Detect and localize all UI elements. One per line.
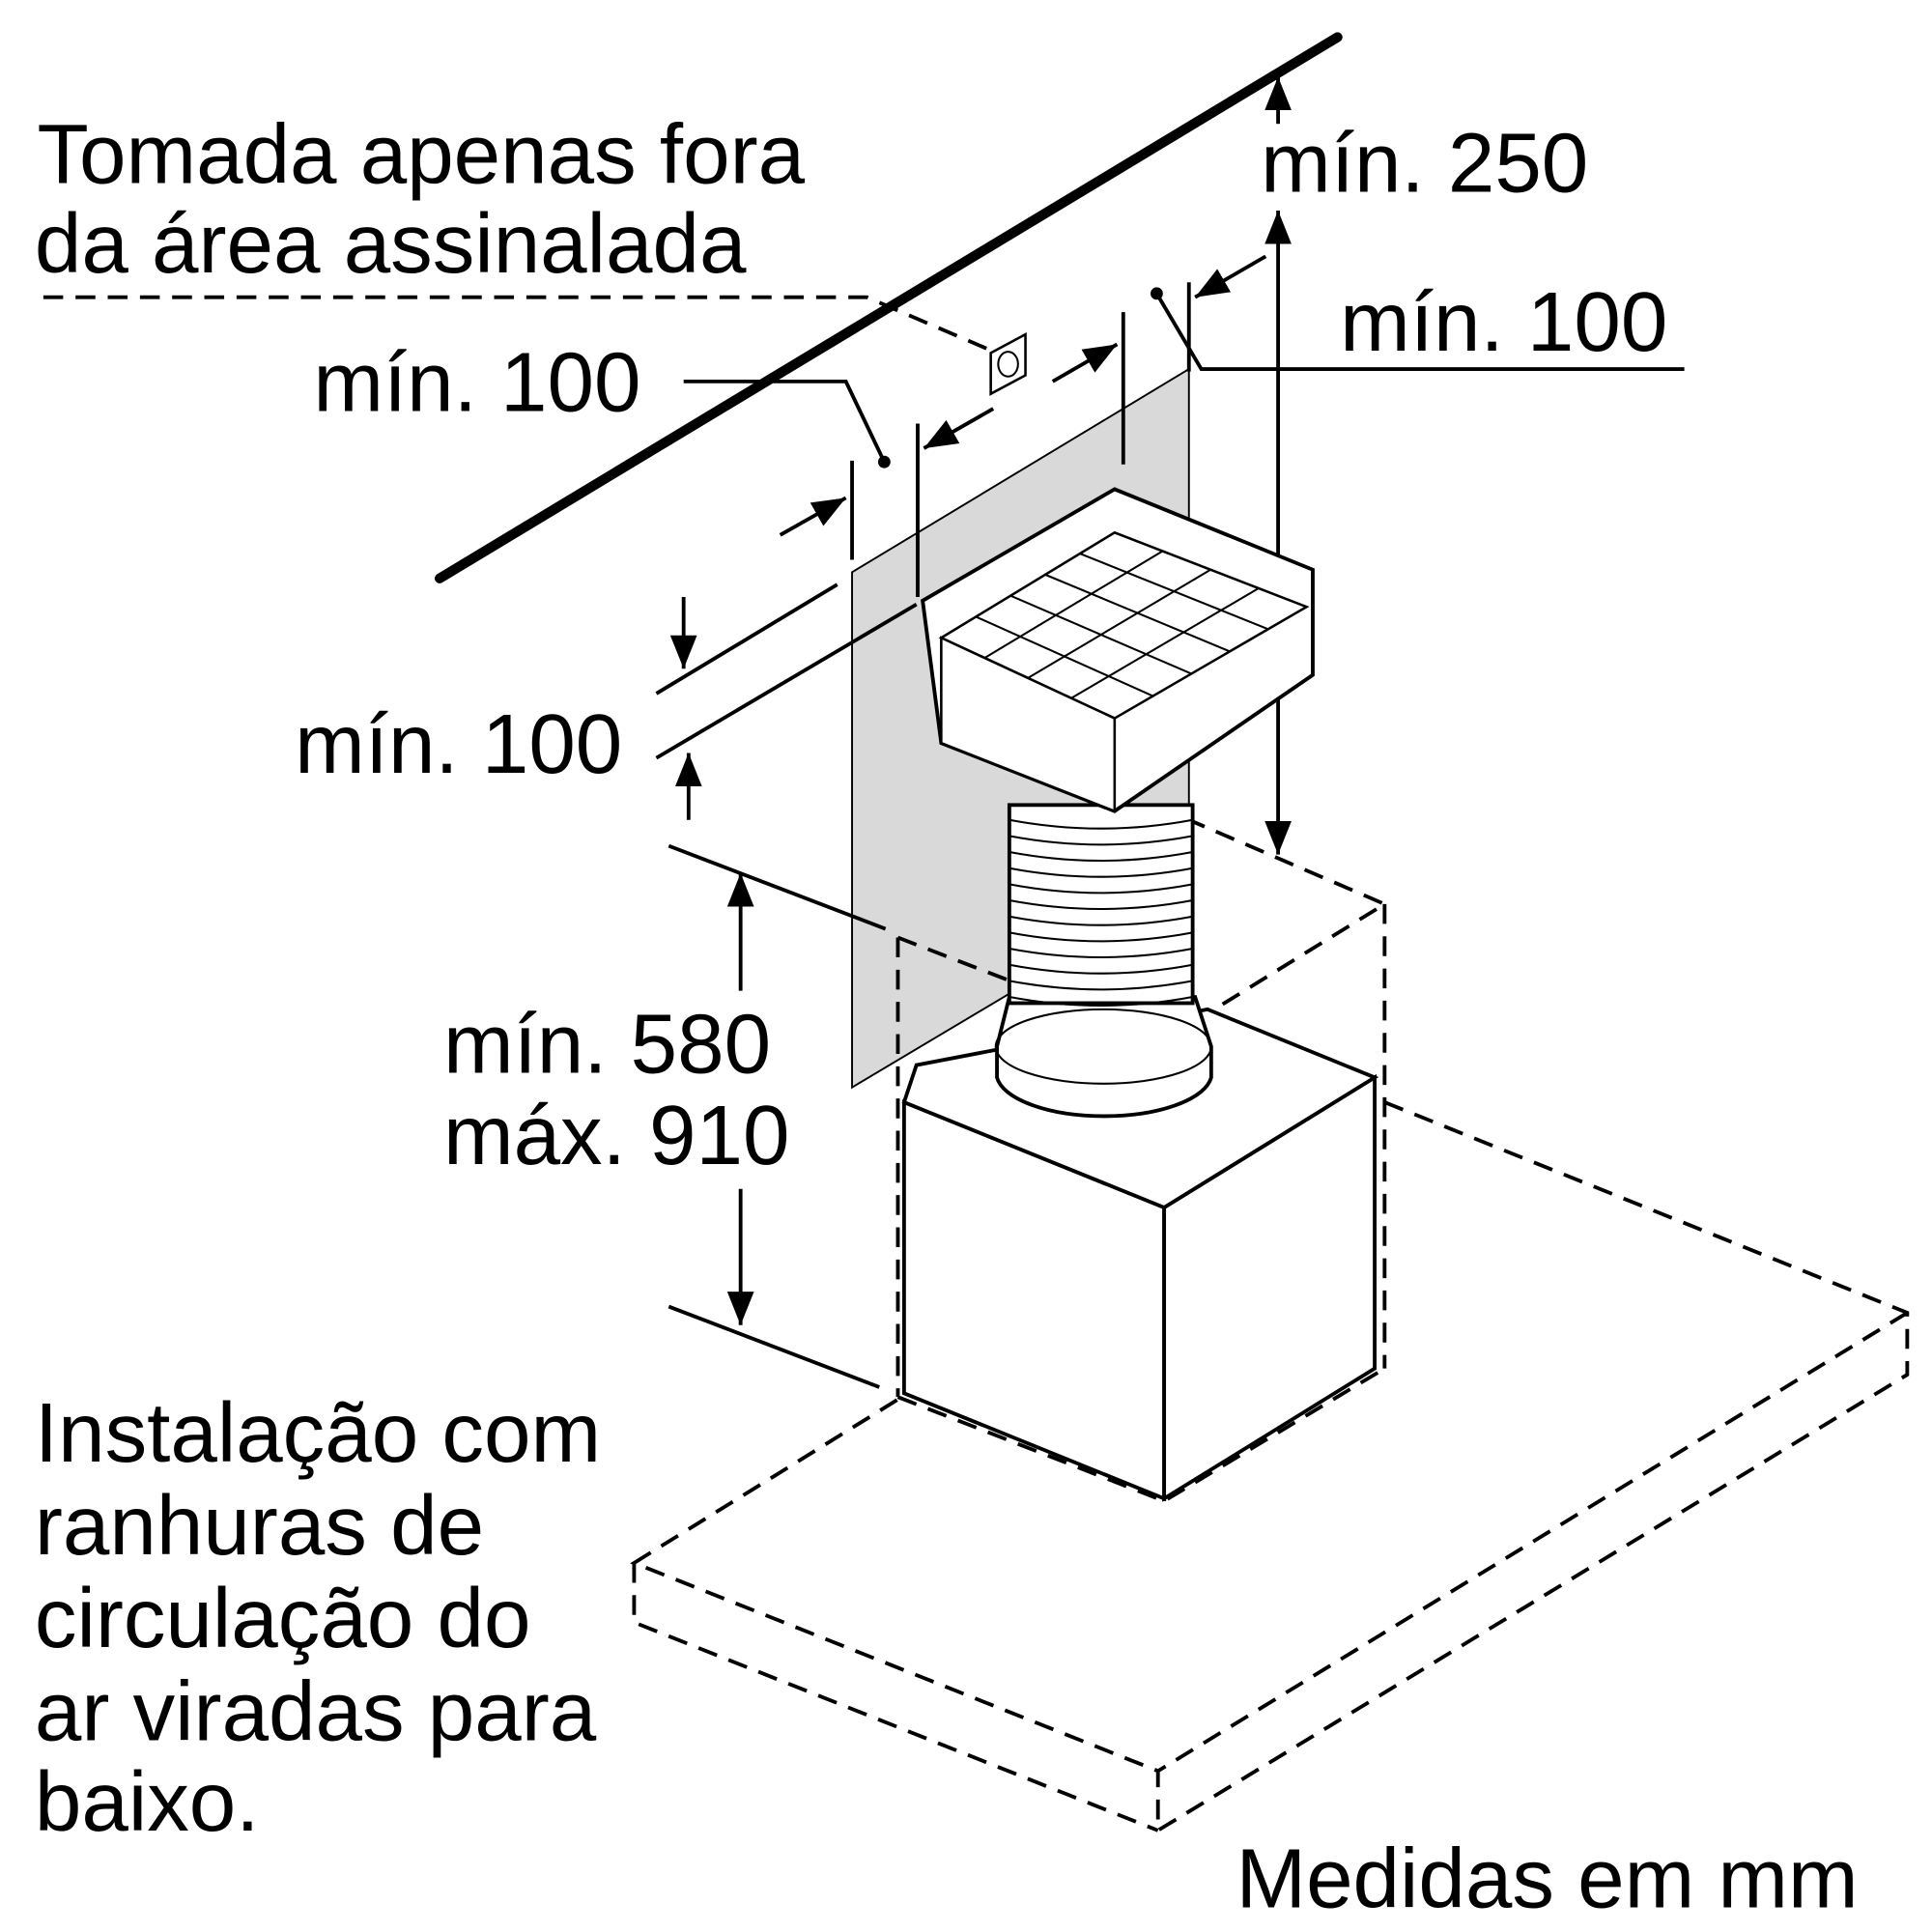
filter-grid-line <box>1070 587 1260 699</box>
install-note-line: Instalação com <box>35 1386 601 1480</box>
bellows-ring <box>1009 867 1193 878</box>
bellows-ring <box>1009 931 1193 943</box>
bellows-ring <box>1009 899 1193 911</box>
bellows-ring <box>1009 915 1193 926</box>
socket-note-line2: da área assinalada <box>35 197 747 291</box>
label-min-100-right: mín. 100 <box>1340 275 1667 369</box>
bellows-ring <box>1009 818 1193 830</box>
bellows-ring <box>1009 948 1193 959</box>
socket-note-leader <box>43 295 998 355</box>
bellows-ring <box>1009 835 1193 846</box>
dimension-min-100-left <box>683 379 995 597</box>
dimension-height <box>668 843 887 1389</box>
bellows-ring <box>1009 996 1193 1008</box>
label-min-100-vertical: mín. 100 <box>295 697 622 791</box>
label-min-100-left: mín. 100 <box>313 336 640 430</box>
dimension-min-100-right <box>1051 254 1685 465</box>
install-note-line: ranhuras de <box>35 1479 484 1573</box>
install-note-line: ar viradas para <box>35 1664 597 1758</box>
bellows-ring <box>1009 963 1193 975</box>
install-note-line: circulação do <box>35 1572 531 1665</box>
label-max-910: máx. 910 <box>443 1089 790 1182</box>
socket-icon <box>989 332 1027 396</box>
filter-module <box>921 487 1315 813</box>
bellows-ring <box>1009 851 1193 863</box>
filter-grid-line <box>983 550 1164 659</box>
duct-collar <box>994 995 1213 1119</box>
install-note-line: baixo. <box>35 1755 260 1849</box>
label-min-250: mín. 250 <box>1261 117 1588 211</box>
label-min-580: mín. 580 <box>443 997 771 1091</box>
dimension-min-100-vertical <box>655 582 918 820</box>
flexible-duct <box>1007 803 1195 1008</box>
filter-grid-line <box>1027 568 1211 679</box>
bellows-ring <box>1009 883 1193 895</box>
bellows-ring <box>1009 980 1193 991</box>
socket-note-line1: Tomada apenas fora <box>37 108 805 202</box>
hood-canopy-outline <box>630 1100 1910 1834</box>
units-note: Medidas em mm <box>1236 1832 1858 1925</box>
